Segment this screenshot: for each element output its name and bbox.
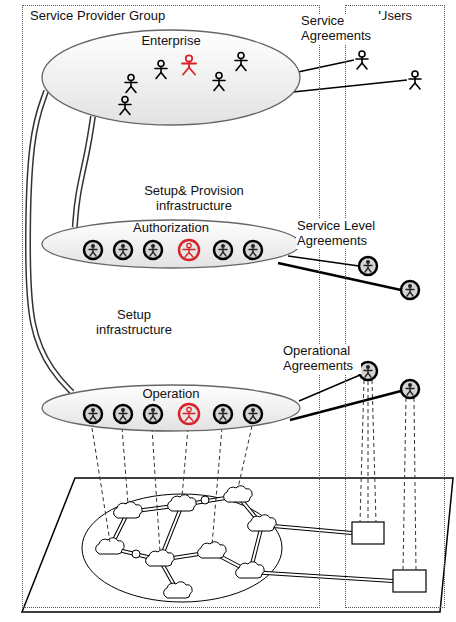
agreement-label: Service Level Agreements — [296, 219, 386, 249]
connector-label: Setup infrastructure — [90, 308, 178, 338]
role-icon — [84, 405, 102, 423]
line-part — [250, 572, 393, 581]
network-plane — [22, 478, 453, 612]
person-figure — [213, 73, 225, 91]
layer-title: Operation — [142, 387, 199, 402]
tube-outline — [75, 116, 93, 227]
person-figure — [182, 55, 196, 74]
role-icon — [214, 241, 232, 259]
network-region — [82, 494, 282, 602]
agreement-lines — [278, 60, 407, 420]
circle-part — [201, 496, 209, 504]
layer-title: Enterprise — [141, 34, 200, 49]
person-figure — [155, 61, 167, 79]
role-icon — [144, 241, 162, 259]
line-part — [403, 398, 406, 570]
line-part — [293, 80, 407, 92]
line-part — [414, 398, 416, 570]
use-part — [409, 71, 421, 89]
role-icon — [114, 405, 132, 423]
person-figure — [235, 53, 247, 71]
use-part — [356, 51, 368, 69]
line-part — [250, 572, 393, 581]
person-figure — [125, 75, 137, 93]
layer-ellipse: Enterprise — [41, 29, 301, 126]
g-part — [110, 496, 393, 592]
role-icon — [244, 405, 262, 423]
line-part — [122, 428, 128, 504]
role-icon — [144, 405, 162, 423]
line-part — [372, 380, 376, 522]
use-part — [401, 281, 419, 299]
role-icon — [179, 240, 199, 260]
use-part — [248, 515, 277, 531]
circle-part — [132, 550, 140, 558]
ellipse-shape — [42, 220, 300, 268]
use-part — [198, 542, 227, 558]
group-region: Service Provider GroupEnterpriseAuthoriz… — [22, 5, 320, 608]
group-region: Users — [345, 5, 445, 608]
layer-title: Authorization — [133, 221, 209, 236]
role-icon — [114, 241, 132, 259]
use-part — [224, 486, 253, 502]
group-title: Service Provider Group — [30, 9, 165, 24]
agreement-label: Service Agreements — [300, 14, 382, 44]
agreement-label: Operational Agreements — [282, 344, 361, 374]
tube-inner — [75, 116, 93, 227]
use-part — [401, 380, 419, 398]
use-part — [359, 257, 377, 275]
role-icon — [214, 405, 232, 423]
line-part — [182, 428, 188, 497]
person-figure — [119, 97, 131, 115]
line-part — [368, 381, 369, 522]
ellipse-shape — [42, 385, 300, 431]
role-icon — [84, 241, 102, 259]
line-part — [288, 256, 359, 266]
user-device — [352, 522, 384, 544]
line-part — [238, 426, 252, 488]
role-icon — [179, 404, 199, 424]
line-part — [92, 428, 110, 542]
user-device — [393, 570, 426, 592]
network-clouds — [96, 486, 277, 598]
setup-tube — [75, 116, 93, 227]
use-part — [164, 582, 193, 598]
use-part — [236, 562, 265, 578]
role-icon — [244, 241, 262, 259]
use-part — [359, 362, 377, 380]
layer-ellipse: Operation — [41, 384, 301, 432]
line-part — [212, 428, 222, 545]
line-part — [278, 263, 401, 290]
line-part — [299, 375, 360, 401]
ellipse-shape — [42, 30, 300, 125]
group-title: Users — [378, 9, 412, 24]
connector-label: Setup& Provision infrastructure — [128, 184, 260, 214]
network-links — [110, 496, 393, 592]
line-part — [152, 428, 160, 552]
g-part — [110, 496, 393, 592]
use-part — [146, 550, 175, 566]
layer-ellipse: Authorization — [41, 219, 301, 269]
use-part — [168, 495, 197, 511]
use-part — [114, 502, 143, 518]
